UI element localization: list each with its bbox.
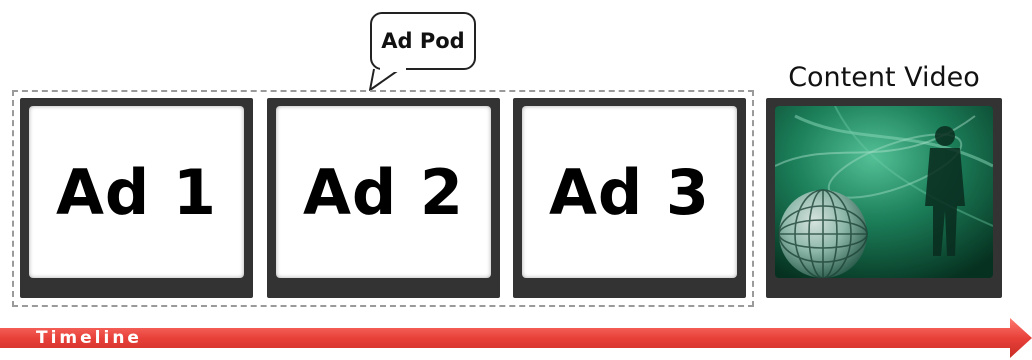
ad-pod-callout-label: Ad Pod — [381, 29, 465, 53]
callout-tail-join — [380, 66, 406, 72]
ad-2-frame: Ad 2 — [267, 98, 500, 298]
ad-3-label: Ad 3 — [548, 155, 711, 229]
content-video-image — [775, 106, 993, 278]
timeline-arrow — [0, 318, 1032, 358]
ad-3-frame: Ad 3 — [513, 98, 746, 298]
ad-1-screen: Ad 1 — [29, 106, 244, 278]
content-video-frame — [766, 98, 1002, 298]
ad-pod-boundary — [12, 90, 754, 307]
content-video-screen — [775, 106, 993, 278]
ad-2-label: Ad 2 — [302, 155, 465, 229]
ad-1-frame: Ad 1 — [20, 98, 253, 298]
ad-3-screen: Ad 3 — [522, 106, 737, 278]
ad-2-screen: Ad 2 — [276, 106, 491, 278]
content-video-title: Content Video — [788, 62, 980, 93]
timeline-label: Timeline — [36, 328, 142, 348]
ad-1-label: Ad 1 — [55, 155, 218, 229]
ad-pod-callout: Ad Pod — [370, 12, 476, 70]
